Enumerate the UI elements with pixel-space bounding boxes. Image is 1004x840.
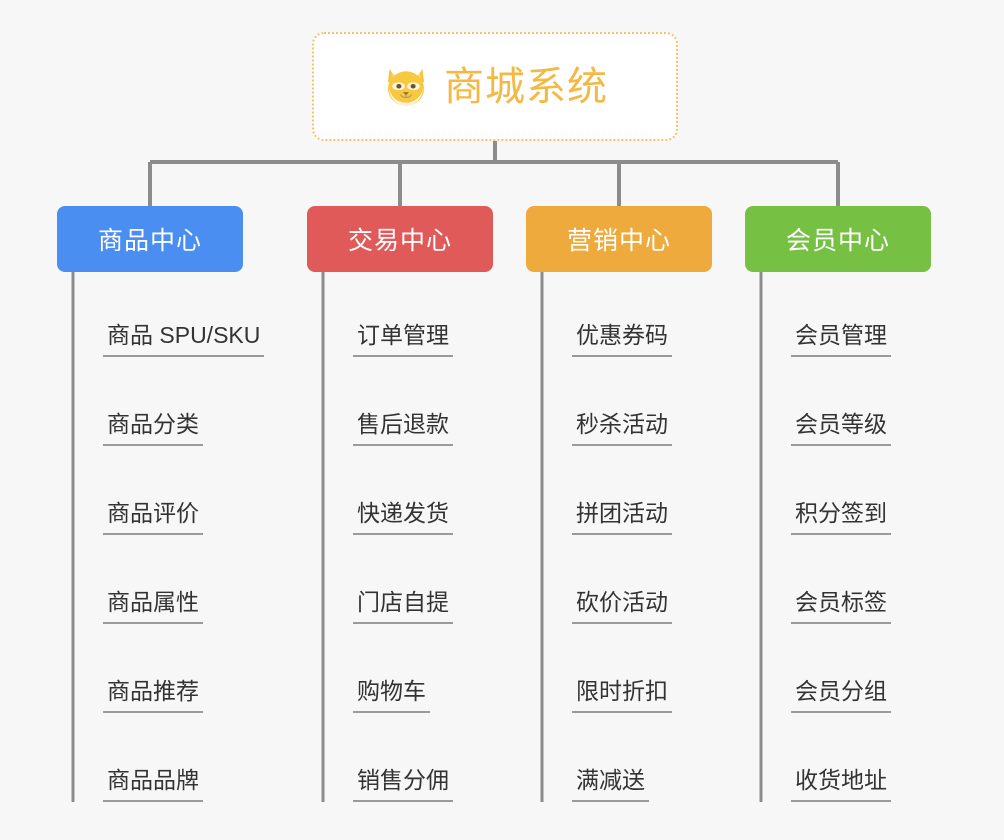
category-node-member-center[interactable]: 会员中心 [745,206,931,272]
leaf-item-label: 收货地址 [791,766,891,802]
leaf-item[interactable]: 商品评价 [75,491,203,535]
leaf-item-label: 优惠券码 [572,321,672,357]
leaf-item-label: 拼团活动 [572,499,672,535]
leaf-item[interactable]: 拼团活动 [544,491,672,535]
category-label: 交易中心 [347,227,452,255]
leaf-item[interactable]: 商品品牌 [75,758,203,802]
category-label: 营销中心 [566,227,671,255]
leaf-item-label: 购物车 [353,677,430,713]
category-node-marketing-center[interactable]: 营销中心 [526,206,712,272]
leaf-item-label: 商品 SPU/SKU [103,321,265,357]
leaf-item[interactable]: 商品推荐 [75,669,203,713]
leaf-item-label: 满减送 [572,766,649,802]
category-node-trade-center[interactable]: 交易中心 [307,206,493,272]
leaf-item[interactable]: 优惠券码 [544,313,672,357]
leaf-item[interactable]: 满减送 [544,758,649,802]
leaf-item-label: 订单管理 [353,321,453,357]
leaf-item[interactable]: 限时折扣 [544,669,672,713]
leaf-item[interactable]: 购物车 [325,669,430,713]
leaf-item-label: 商品推荐 [103,677,203,713]
leaf-item[interactable]: 售后退款 [325,402,453,446]
leaf-item[interactable]: 商品属性 [75,580,203,624]
leaf-item[interactable]: 商品分类 [75,402,203,446]
root-node-content: 商城系统 [382,63,608,111]
leaf-item-label: 砍价活动 [572,588,672,624]
category-label: 商品中心 [97,227,202,255]
leaf-item-label: 商品评价 [103,499,203,535]
shiba-dog-icon [388,68,424,106]
leaf-item[interactable]: 销售分佣 [325,758,453,802]
leaf-item-label: 商品属性 [103,588,203,624]
leaf-item-label: 门店自提 [353,588,453,624]
leaf-item-label: 秒杀活动 [572,410,672,446]
category-node-product-center[interactable]: 商品中心 [57,206,243,272]
leaf-item[interactable]: 秒杀活动 [544,402,672,446]
leaf-item-label: 限时折扣 [572,677,672,713]
root-node[interactable]: 商城系统 [312,32,678,141]
leaf-item-label: 销售分佣 [353,766,453,802]
leaf-item-label: 会员等级 [791,410,891,446]
leaf-item-label: 售后退款 [353,410,453,446]
leaf-item-label: 积分签到 [791,499,891,535]
leaf-item[interactable]: 砍价活动 [544,580,672,624]
leaf-item[interactable]: 会员管理 [763,313,891,357]
leaf-item-label: 会员管理 [791,321,891,357]
leaf-item-label: 商品分类 [103,410,203,446]
leaf-item-label: 商品品牌 [103,766,203,802]
leaf-item[interactable]: 会员分组 [763,669,891,713]
leaf-item[interactable]: 收货地址 [763,758,891,802]
leaf-item-label: 会员标签 [791,588,891,624]
leaf-item[interactable]: 快递发货 [325,491,453,535]
root-title: 商城系统 [444,64,608,109]
leaf-item[interactable]: 门店自提 [325,580,453,624]
leaf-item[interactable]: 会员等级 [763,402,891,446]
category-label: 会员中心 [785,227,890,255]
leaf-item-label: 快递发货 [353,499,453,535]
leaf-item[interactable]: 订单管理 [325,313,453,357]
leaf-item[interactable]: 会员标签 [763,580,891,624]
leaf-item[interactable]: 商品 SPU/SKU [75,313,265,357]
leaf-item[interactable]: 积分签到 [763,491,891,535]
leaf-item-label: 会员分组 [791,677,891,713]
